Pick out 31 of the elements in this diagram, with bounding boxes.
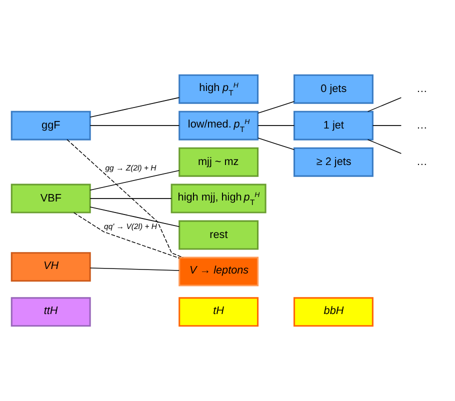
connector xyxy=(258,125,295,126)
node-box: VH xyxy=(10,252,91,282)
node-box: tH xyxy=(178,297,259,327)
node-box: ≥ 2 jets xyxy=(294,147,374,177)
node-box: mjj ~ mz xyxy=(178,147,259,177)
connector xyxy=(90,268,180,271)
connector xyxy=(372,125,402,126)
node-box: bbH xyxy=(294,297,374,327)
connector xyxy=(258,101,295,114)
connector xyxy=(90,206,180,227)
connector xyxy=(367,139,402,154)
connector xyxy=(66,139,184,258)
node-text: … xyxy=(416,156,428,168)
edge-label: gg → Z(2l) + H xyxy=(105,164,156,173)
connector xyxy=(73,212,180,259)
node-box: rest xyxy=(178,220,259,250)
node-box: 0 jets xyxy=(294,74,374,104)
connector xyxy=(90,198,172,199)
node-box: 1 jet xyxy=(294,110,374,140)
connector xyxy=(90,125,180,126)
node-text: … xyxy=(416,82,428,95)
connector xyxy=(90,170,180,190)
node-box: ggF xyxy=(10,110,91,140)
connector xyxy=(367,97,402,112)
connector xyxy=(90,97,180,118)
node-box: V → leptons xyxy=(178,256,259,286)
node-box: ttH xyxy=(10,297,91,327)
connector xyxy=(258,138,295,150)
node-text: … xyxy=(416,119,428,132)
edge-label: qq' → V(2l) + H xyxy=(104,222,157,231)
node-box: VBF xyxy=(10,184,91,214)
